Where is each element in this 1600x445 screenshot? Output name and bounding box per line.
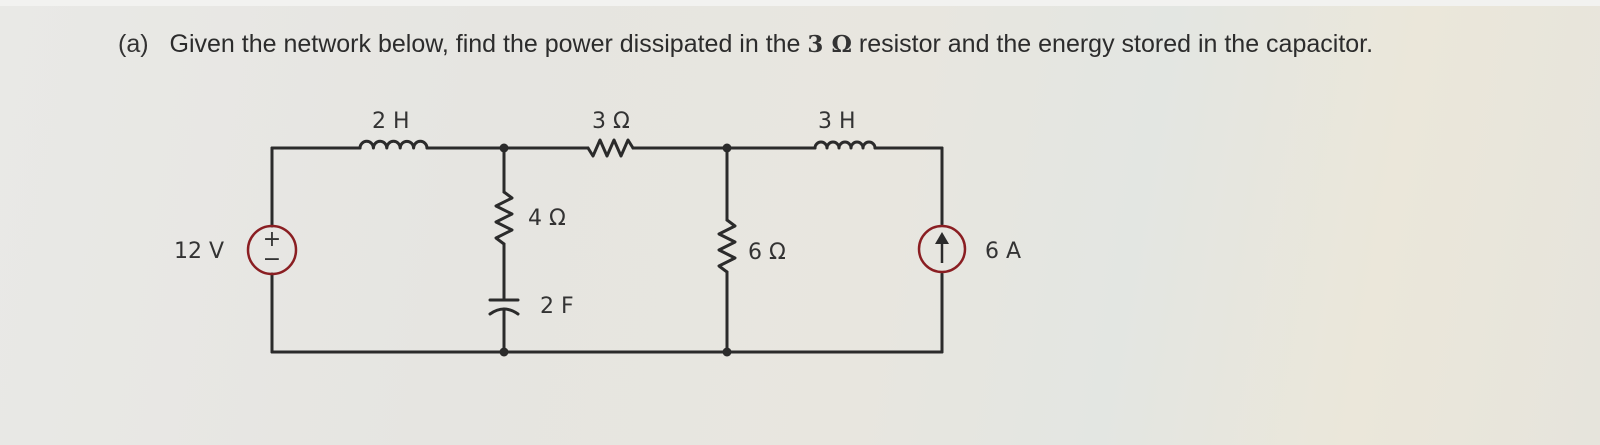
- question-text-part2: resistor and the energy stored in the ca…: [858, 30, 1374, 58]
- current-source-label: 6 A: [985, 239, 1021, 264]
- inductor-right-coil: [813, 140, 877, 150]
- resistor-series-label: 3 Ω: [592, 109, 630, 134]
- voltage-source-minus: −: [263, 247, 281, 272]
- voltage-source-plus: +: [263, 227, 281, 252]
- page-top-edge: [0, 0, 1600, 6]
- voltage-source-label: 12 V: [174, 239, 224, 264]
- resistor-series-zigzag: [586, 138, 635, 158]
- question-text: (a) Given the network below, find the po…: [118, 30, 1578, 59]
- highlight-unit: Ω: [831, 31, 852, 58]
- current-source-ring: [917, 224, 967, 274]
- inductor-left-label: 2 H: [372, 109, 410, 134]
- junction-dot: [722, 347, 732, 357]
- inductor-right-label: 3 H: [818, 109, 856, 134]
- voltage-source-ring: [246, 224, 298, 276]
- highlight-resistance: 3 Ω: [807, 31, 852, 58]
- question-text-part1: Given the network below, find the power …: [169, 30, 801, 58]
- junction-dot: [722, 143, 732, 153]
- inductor-left-coil: [358, 139, 429, 150]
- current-arrow-head: [935, 232, 949, 244]
- resistor-shunt-zigzag: [717, 218, 737, 274]
- junction-dot: [499, 347, 509, 357]
- junction-dot: [499, 143, 509, 153]
- resistor-branch-label: 4 Ω: [528, 206, 566, 231]
- capacitor-label: 2 F: [540, 294, 574, 319]
- resistor-branch-zigzag: [494, 190, 514, 246]
- highlight-value: 3: [807, 31, 824, 58]
- question-label: (a): [118, 30, 149, 58]
- resistor-shunt-label: 6 Ω: [748, 240, 786, 265]
